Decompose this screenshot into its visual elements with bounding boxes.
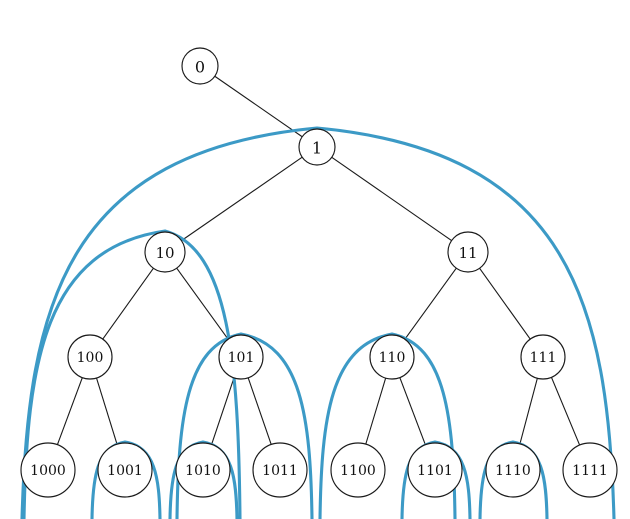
node-circle-1100[interactable]	[330, 442, 386, 498]
tree-node-1101[interactable]: 1101	[407, 442, 463, 498]
tree-node-1111[interactable]: 1111	[562, 442, 618, 498]
node-circle-100[interactable]	[67, 334, 113, 380]
tree-node-10[interactable]: 10	[144, 231, 186, 273]
node-circle-111[interactable]	[520, 334, 566, 380]
node-circle-1011[interactable]	[252, 442, 308, 498]
node-circle-1000[interactable]	[20, 442, 76, 498]
node-circle-1110[interactable]	[485, 442, 541, 498]
tree-node-1[interactable]: 1	[298, 128, 336, 166]
tree-edge	[181, 156, 303, 242]
node-circle-10[interactable]	[144, 231, 186, 273]
node-label-1111: 1111	[572, 463, 608, 479]
arc-subtree-10	[22, 229, 242, 519]
node-circle-1[interactable]	[298, 128, 336, 166]
tree-node-1110[interactable]: 1110	[485, 442, 541, 498]
tree-node-1001[interactable]: 1001	[97, 442, 153, 498]
tree-edge	[176, 267, 229, 340]
tree-edge	[211, 377, 235, 445]
node-label-10: 10	[155, 244, 174, 262]
tree-edge	[331, 156, 452, 242]
node-label-11: 11	[458, 244, 477, 262]
node-label-1000: 1000	[30, 463, 66, 479]
node-circle-1001[interactable]	[97, 442, 153, 498]
node-circle-0[interactable]	[181, 47, 219, 85]
node-label-100: 100	[77, 350, 104, 366]
tree-node-11[interactable]: 11	[447, 231, 489, 273]
tree-edge	[399, 377, 426, 445]
tree-node-111[interactable]: 111	[520, 334, 566, 380]
tree-edge	[550, 377, 581, 446]
tree-edge	[95, 377, 118, 445]
tree-node-100[interactable]: 100	[67, 334, 113, 380]
node-label-1110: 1110	[495, 463, 531, 479]
node-circle-1010[interactable]	[175, 442, 231, 498]
tree-node-1010[interactable]: 1010	[175, 442, 231, 498]
node-label-1011: 1011	[262, 463, 298, 479]
tree-node-1011[interactable]: 1011	[252, 442, 308, 498]
node-circle-101[interactable]	[218, 334, 264, 380]
arc-subtree-101	[175, 332, 314, 519]
tree-edge	[214, 75, 303, 138]
tree-edge	[519, 378, 538, 445]
node-circle-110[interactable]	[369, 334, 415, 380]
node-label-1101: 1101	[417, 463, 453, 479]
tree-node-110[interactable]: 110	[369, 334, 415, 380]
tree-edge	[404, 267, 457, 340]
arc-leaf-1010	[168, 440, 239, 519]
tree-node-1100[interactable]: 1100	[330, 442, 386, 498]
node-label-110: 110	[379, 350, 406, 366]
node-label-101: 101	[228, 350, 255, 366]
node-label-1010: 1010	[185, 463, 221, 479]
edges-layer	[56, 75, 581, 446]
arcs-layer	[20, 126, 616, 519]
arc-subtree-110	[318, 332, 457, 519]
tree-edge	[102, 267, 154, 340]
arc-leaf-1110	[478, 440, 549, 519]
tree-node-0[interactable]: 0	[181, 47, 219, 85]
node-label-1001: 1001	[107, 463, 143, 479]
node-circle-11[interactable]	[447, 231, 489, 273]
node-label-111: 111	[530, 350, 557, 366]
arc-leaf-1001	[90, 440, 162, 519]
tree-edge	[365, 377, 387, 445]
node-label-1100: 1100	[340, 463, 376, 479]
tree-edge	[247, 377, 272, 445]
arc-subtree-1	[20, 126, 616, 519]
tree-edge	[479, 267, 531, 340]
tree-edge	[56, 377, 83, 445]
tree-node-1000[interactable]: 1000	[20, 442, 76, 498]
node-label-1: 1	[312, 139, 322, 158]
arc-leaf-1101	[400, 440, 472, 519]
node-label-0: 0	[195, 58, 205, 77]
node-circle-1111[interactable]	[562, 442, 618, 498]
node-circle-1101[interactable]	[407, 442, 463, 498]
tree-node-101[interactable]: 101	[218, 334, 264, 380]
